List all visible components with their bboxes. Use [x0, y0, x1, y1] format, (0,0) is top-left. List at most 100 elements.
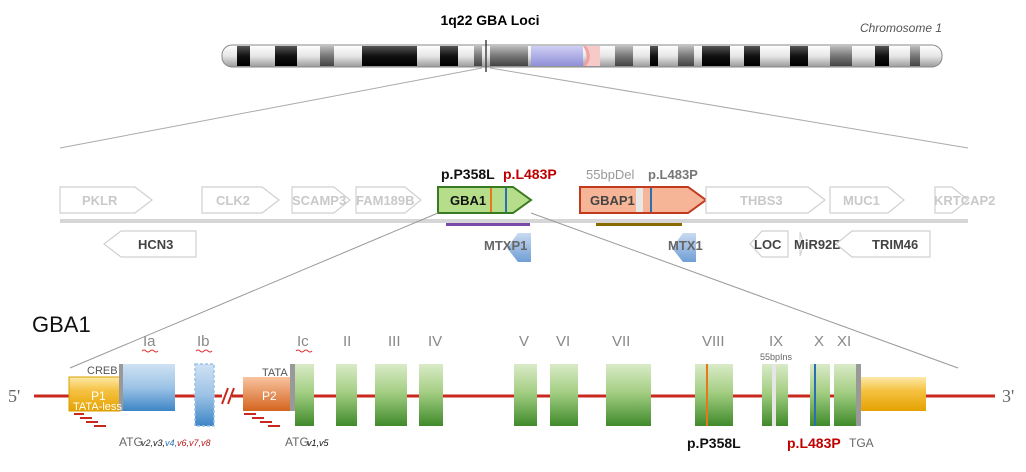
svg-text:FAM189B: FAM189B — [356, 193, 415, 208]
p2-variants: v1,v5 — [307, 438, 330, 448]
svg-text:MiR92B: MiR92B — [794, 237, 842, 252]
svg-text:II: II — [343, 333, 351, 350]
gene-model-mutation-p358l: p.P358L — [687, 435, 741, 451]
three-prime-utr — [861, 377, 926, 411]
svg-text:VIII: VIII — [702, 333, 725, 350]
exon-vi — [550, 364, 578, 426]
promoter-p2: P2 — [243, 364, 295, 411]
svg-text:P1: P1 — [91, 389, 106, 403]
svg-text:XI: XI — [837, 333, 851, 350]
svg-text:CLK2: CLK2 — [216, 193, 250, 208]
svg-text:IX: IX — [769, 333, 783, 350]
gene-hcn3: HCN3 — [103, 230, 197, 258]
exon-v — [514, 364, 537, 426]
variant-v6-v8: v6,v7,v8 — [177, 438, 211, 448]
svg-text:MUC1: MUC1 — [843, 193, 880, 208]
svg-text:VI: VI — [556, 333, 570, 350]
svg-text:P2: P2 — [262, 389, 277, 403]
gene-pklr: PKLR — [59, 186, 153, 214]
gene-thbs3: THBS3 — [705, 186, 826, 214]
three-prime-label: 3' — [1002, 386, 1014, 406]
gene-clk2: CLK2 — [201, 186, 280, 214]
gba1-mutation-p358l: p.P358L — [441, 166, 495, 182]
gene-trim46: TRIM46 — [835, 230, 931, 258]
svg-text:X: X — [814, 333, 824, 350]
exon-viii — [695, 364, 733, 426]
diagram-title: 1q22 GBA Loci — [440, 12, 539, 28]
svg-text:SCAMP3: SCAMP3 — [292, 193, 346, 208]
zoom-line-left — [59, 67, 483, 149]
gba1-underline — [446, 223, 530, 226]
svg-text:III: III — [388, 333, 401, 350]
gene-fam189b: FAM189B — [355, 186, 422, 214]
tata-label: TATA — [262, 367, 288, 379]
tata-less-label: TATA-less — [73, 401, 122, 413]
five-prime-label: 5' — [8, 386, 20, 406]
gene-mtx1: MTX1 — [668, 233, 703, 262]
exon-iii — [375, 364, 407, 426]
svg-text:Ib: Ib — [197, 333, 210, 350]
svg-text:TRIM46: TRIM46 — [872, 237, 918, 252]
gba1-zoom-line-left — [69, 212, 439, 369]
p1-variants: v2,v3,v4,v6,v7,v8 — [141, 438, 211, 448]
variant-v4: v4, — [165, 438, 177, 448]
gene-scamp3: SCAMP3 — [291, 186, 351, 214]
creb-label: CREB — [87, 365, 118, 377]
svg-text:LOC: LOC — [754, 237, 782, 252]
exon-x — [810, 364, 830, 426]
gene-mir92b: MiR92B — [794, 231, 842, 257]
gene-krtcap2: KRTCAP2 — [934, 186, 995, 214]
chromosome-ideogram — [221, 40, 943, 72]
gene-gbap1: GBAP1 — [579, 186, 708, 214]
gene-loc: LOC — [749, 230, 789, 258]
variant-v2: v2, — [141, 438, 153, 448]
svg-text:VII: VII — [612, 333, 630, 350]
spell-underline-ic — [295, 349, 313, 353]
exon-xi — [834, 364, 926, 426]
atg-p2-label: ATG — [285, 435, 309, 449]
gbap1-underline — [596, 223, 682, 226]
chromosome-label: Chromosome 1 — [860, 21, 942, 35]
p1-transcript-starts — [74, 413, 106, 427]
locus-backbone — [60, 219, 968, 223]
gene-gba1: GBA1 — [437, 186, 533, 214]
ins55-label: 55bpIns — [760, 352, 793, 362]
svg-text:THBS3: THBS3 — [740, 193, 783, 208]
exon-ii — [336, 364, 357, 426]
gba1-zoom-line-right — [530, 212, 959, 369]
svg-text:IV: IV — [428, 333, 442, 350]
exon-ia — [123, 364, 175, 411]
gba1-mutation-l483p: p.L483P — [503, 166, 557, 182]
exon-iv — [419, 364, 443, 426]
p2-transcript-starts — [244, 413, 280, 427]
tga-label: TGA — [849, 436, 874, 450]
gene-muc1: MUC1 — [829, 186, 905, 214]
gbap1-del-label: 55bpDel — [586, 167, 635, 182]
exon-ib — [194, 363, 215, 427]
exon-ix-insertion — [772, 364, 776, 426]
svg-text:PKLR: PKLR — [82, 193, 118, 208]
spell-underline-ia — [141, 349, 159, 353]
variant-v3: v3, — [153, 438, 165, 448]
gene-mtxp1: MTXP1 — [484, 233, 531, 262]
svg-text:MTXP1: MTXP1 — [484, 238, 527, 253]
svg-text:MTX1: MTX1 — [668, 238, 703, 253]
zoom-line-right — [489, 67, 969, 149]
gene-model-mutation-l483p: p.L483P — [787, 435, 841, 451]
svg-text:GBA1: GBA1 — [450, 193, 486, 208]
gene-model-title: GBA1 — [32, 312, 91, 337]
svg-text:Ic: Ic — [297, 333, 309, 350]
svg-text:V: V — [519, 333, 529, 350]
svg-text:Ia: Ia — [143, 333, 156, 350]
exon-ix — [762, 364, 788, 426]
exon-vii — [606, 364, 651, 426]
atg-p1-label: ATG — [119, 435, 143, 449]
svg-text:KRTCAP2: KRTCAP2 — [934, 193, 995, 208]
gbap1-deletion — [636, 188, 643, 212]
spell-underline-ib — [195, 349, 213, 353]
svg-text:GBAP1: GBAP1 — [590, 193, 635, 208]
gbap1-mutation-l483p: p.L483P — [648, 167, 698, 182]
promoter-p1: P1 — [68, 364, 123, 412]
exon-ic — [295, 364, 314, 426]
